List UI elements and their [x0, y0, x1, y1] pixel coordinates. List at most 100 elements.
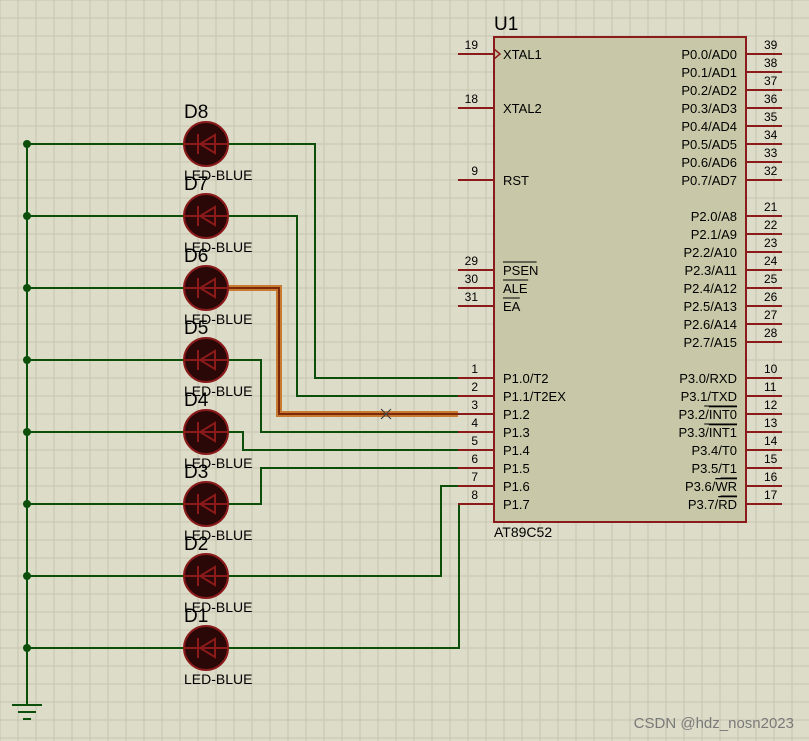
pin-label: RST — [503, 173, 529, 188]
pin-label-main: P0.1/AD1 — [681, 65, 737, 80]
pin-number: 9 — [471, 164, 478, 178]
led-value: LED-BLUE — [184, 167, 252, 183]
led-value: LED-BLUE — [184, 599, 252, 615]
pin-number: 23 — [764, 236, 778, 250]
pin-label: P0.5/AD5 — [681, 137, 737, 152]
pin-label-main: P2.3/A11 — [684, 263, 737, 278]
pin-label: P3.2/INT0 — [678, 407, 737, 422]
wire-cross-marker — [380, 408, 392, 420]
pin-label: PSEN — [503, 263, 538, 278]
junction-dot — [23, 356, 31, 364]
wire-d6-p12[interactable] — [229, 287, 458, 415]
pin-label: XTAL2 — [503, 101, 542, 116]
wire-d2-p16[interactable] — [229, 485, 458, 577]
pin-label-main: P3.7/ — [688, 497, 719, 512]
pin-label-main: P2.0/A8 — [691, 209, 737, 224]
pin-label-main: P3.2/ — [678, 407, 709, 422]
led-array[interactable]: D8LED-BLUED7LED-BLUED6LED-BLUED5LED-BLUE… — [183, 102, 252, 687]
pin-number: 16 — [764, 470, 778, 484]
pin-label: XTAL1 — [503, 47, 542, 62]
junction-dot — [23, 644, 31, 652]
pin-label: P3.7/RD — [688, 497, 737, 512]
led-value: LED-BLUE — [184, 527, 252, 543]
pin-label: P2.5/A13 — [684, 299, 738, 314]
diode-triangle-icon — [198, 349, 216, 371]
diode-triangle-icon — [198, 421, 216, 443]
wire-d5-p13[interactable] — [229, 359, 458, 433]
pin-label-main: P3.4/T0 — [691, 443, 737, 458]
pin-label: P1.1/T2EX — [503, 389, 566, 404]
pin-number: 35 — [764, 110, 778, 124]
pin-label-overbar: INT0 — [709, 407, 737, 422]
led-ref: D1 — [184, 606, 208, 627]
watermark: CSDN @hdz_nosn2023 — [634, 715, 794, 732]
pin-label: P2.7/A15 — [684, 335, 738, 350]
pin-label: P0.1/AD1 — [681, 65, 737, 80]
pin-label: P1.2 — [503, 407, 530, 422]
pin-number: 29 — [465, 254, 479, 268]
led-ref: D2 — [184, 534, 208, 555]
pin-number: 10 — [764, 362, 778, 376]
pin-label-main: P2.2/A10 — [684, 245, 738, 260]
pin-label-main: P2.7/A15 — [684, 335, 738, 350]
pin-number: 11 — [764, 380, 777, 394]
junction-dot — [23, 500, 31, 508]
pin-number: 26 — [764, 290, 778, 304]
wire-d8-p10[interactable] — [229, 143, 458, 379]
pin-label-main: P0.7/AD7 — [681, 173, 737, 188]
ground-symbol — [12, 704, 42, 720]
pin-label: P3.0/RXD — [679, 371, 737, 386]
pin-number: 25 — [764, 272, 778, 286]
pin-number: 32 — [764, 164, 778, 178]
pin-number: 39 — [764, 38, 778, 52]
pin-label: P2.0/A8 — [691, 209, 737, 224]
pin-label: P2.3/A11 — [684, 263, 737, 278]
led-value: LED-BLUE — [184, 383, 252, 399]
led-ref: D7 — [184, 174, 208, 195]
wire-d7-p11[interactable] — [229, 215, 458, 397]
pin-number: 22 — [764, 218, 778, 232]
pin-label-main: P0.5/AD5 — [681, 137, 737, 152]
wire-d4-p14[interactable] — [229, 431, 458, 451]
chip-at89c52[interactable]: U1AT89C5219XTAL118XTAL29RST29PSEN30ALE31… — [458, 14, 782, 540]
wire-d3-p15[interactable] — [229, 467, 458, 505]
pin-label: P0.6/AD6 — [681, 155, 737, 170]
pin-number: 18 — [465, 92, 479, 106]
led-value: LED-BLUE — [184, 239, 252, 255]
diode-triangle-icon — [198, 637, 216, 659]
pin-label: P3.5/T1 — [691, 461, 737, 476]
pin-label-main: P2.6/A14 — [684, 317, 738, 332]
chip-body[interactable] — [493, 36, 747, 523]
pin-number: 28 — [764, 326, 778, 340]
junction-dot — [23, 572, 31, 580]
pin-number: 6 — [471, 452, 478, 466]
pin-number: 13 — [764, 416, 778, 430]
pin-label-main: P3.3/ — [678, 425, 709, 440]
pin-number: 7 — [471, 470, 478, 484]
diode-triangle-icon — [198, 133, 216, 155]
pin-label-overbar: INT1 — [709, 425, 737, 440]
pin-label: P0.7/AD7 — [681, 173, 737, 188]
pin-number: 31 — [465, 290, 479, 304]
pin-number: 2 — [471, 380, 478, 394]
led-ref: D5 — [184, 318, 208, 339]
pin-number: 34 — [764, 128, 778, 142]
pin-label: P2.1/A9 — [691, 227, 737, 242]
pin-number: 5 — [471, 434, 478, 448]
pin-label-main: P3.0/RXD — [679, 371, 737, 386]
pin-label: P3.6/WR — [685, 479, 737, 494]
pin-label-main: P2.1/A9 — [691, 227, 737, 242]
pin-label: P0.3/AD3 — [681, 101, 737, 116]
pin-label: P3.4/T0 — [691, 443, 737, 458]
pin-label: P1.0/T2 — [503, 371, 549, 386]
